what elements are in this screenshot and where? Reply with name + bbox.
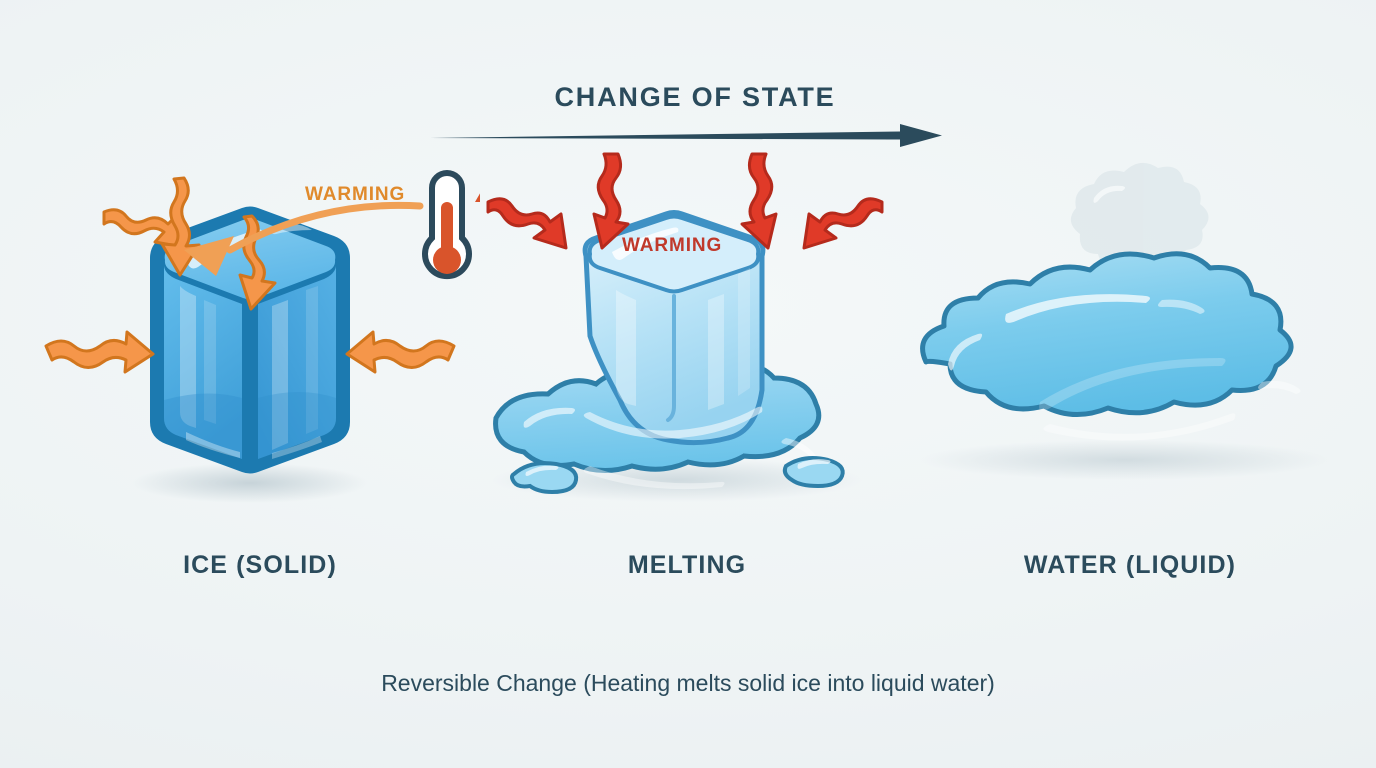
red-heat-arrow-right (740, 152, 778, 250)
warming-curve-arrow (184, 201, 424, 276)
warming-label-left: WARMING (305, 184, 406, 205)
thermometer-icon (422, 170, 472, 280)
title-block: CHANGE OF STATE (430, 84, 960, 111)
water-puddle-icon (920, 251, 1301, 441)
heat-arrow-group-red (486, 152, 884, 250)
ice-cube-icon (150, 206, 350, 474)
warming-label-right: WARMING (622, 235, 723, 256)
stage-water-liquid (890, 150, 1360, 590)
heat-arrow-right (345, 330, 456, 374)
water-droplet-right (782, 456, 845, 489)
thermometer-group (422, 170, 480, 280)
water-puddle-shadow (920, 440, 1330, 480)
heat-arrow-left (44, 330, 155, 374)
stage-label-ice: ICE (SOLID) (183, 551, 337, 579)
water-droplet-left (510, 461, 579, 495)
ice-cube-shadow (132, 463, 368, 503)
melting-ice-cube-icon (493, 210, 845, 495)
stage-label-melting: MELTING (627, 551, 747, 579)
stage-melting (470, 150, 900, 590)
red-heat-arrow-far-right (802, 197, 884, 250)
diagram-title: CHANGE OF STATE (554, 82, 836, 112)
stage-label-water: WATER (LIQUID) (1023, 551, 1237, 579)
stage-ice-solid (20, 150, 480, 590)
red-heat-arrow-left (592, 152, 630, 250)
change-of-state-arrow (430, 124, 942, 147)
diagram-caption: Reversible Change (Heating melts solid i… (381, 670, 995, 696)
red-heat-arrow-far-left (486, 197, 568, 250)
